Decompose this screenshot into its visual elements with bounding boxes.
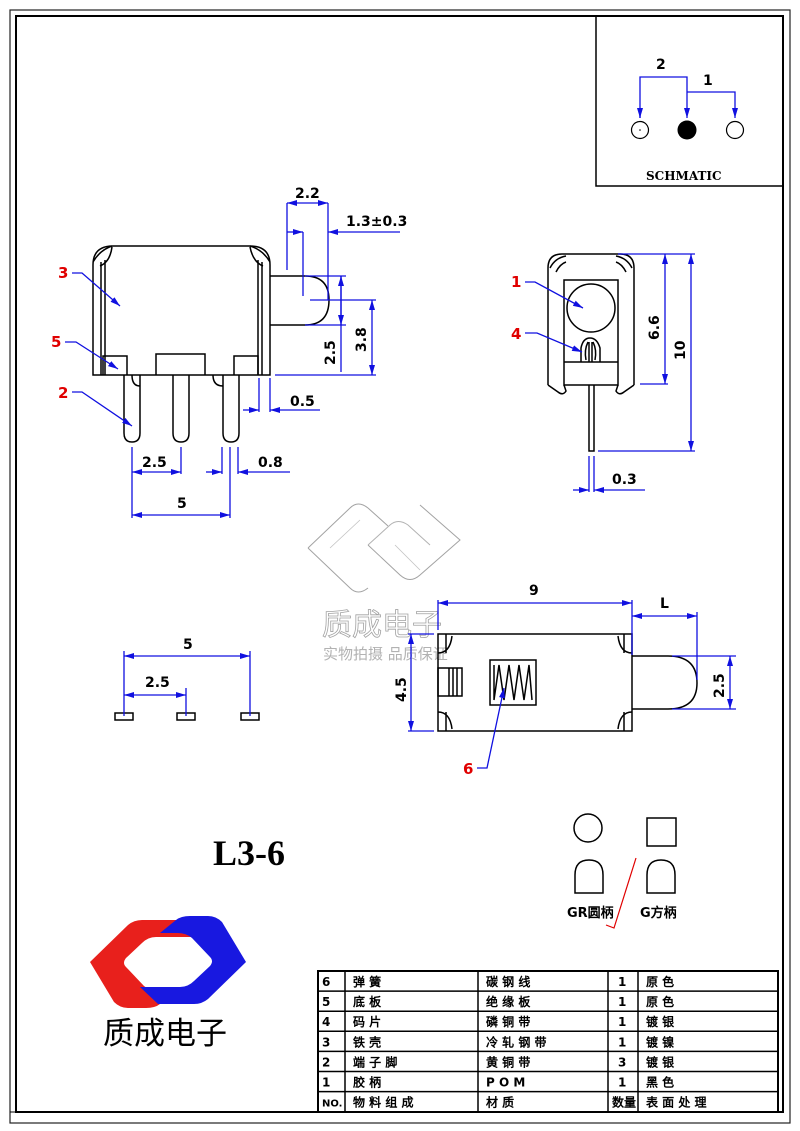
bom-cell: 1 (618, 995, 626, 1009)
company-logo: 质成电子 (90, 916, 246, 1052)
bom-cell: 镀 银 (646, 1014, 675, 1029)
bom-cell: 3 (322, 1035, 330, 1049)
callout-6: 6 (463, 760, 473, 778)
dim-pin-pitch: 2.5 (142, 455, 167, 471)
dim-actuator-height: 3.8 (354, 327, 370, 352)
footprint-dim-span: 5 (183, 637, 193, 653)
callout-3: 3 (58, 264, 68, 282)
front-pin-center (172, 375, 190, 443)
dim-body-length: 9 (529, 583, 539, 599)
callout-1: 1 (511, 273, 521, 291)
callout-4: 4 (511, 325, 521, 343)
dim-body-width: 4.5 (394, 677, 410, 702)
side-view: 6.6 10 0.3 1 4 (511, 253, 695, 493)
square-handle-side-icon (646, 859, 676, 894)
part-number-title: L3-6 (213, 833, 285, 873)
callout-5: 5 (51, 333, 61, 351)
bom-cell: 磷 铜 带 (486, 1014, 530, 1029)
bom-cell: 绝 缘 板 (486, 994, 531, 1009)
bom-cell: 弹 簧 (353, 974, 381, 989)
watermark-subtitle: 实物拍摄 品质保证 (323, 645, 448, 663)
bom-cell: 端 子 脚 (353, 1054, 397, 1069)
bom-header-cell: 数量 (612, 1095, 636, 1110)
handle-options: GR圆柄 G方柄 (567, 813, 677, 929)
watermark: 质成电子 实物拍摄 品质保证 (307, 503, 461, 663)
bom-cell: 冷 轧 钢 带 (486, 1034, 547, 1049)
bom-cell: 胶 柄 (353, 1075, 381, 1090)
bom-cell: 1 (618, 1035, 626, 1049)
schematic-terminal-common (677, 120, 697, 140)
bom-cell: P O M (486, 1076, 525, 1090)
top-view: 9 L 4.5 2.5 6 (394, 583, 736, 778)
bom-cell: 原 色 (646, 994, 674, 1009)
dim-actuator-extension: 1.3±0.3 (346, 214, 407, 230)
bom-header-cell: 物 料 组 成 (353, 1095, 414, 1110)
bom-cell: 镀 镍 (646, 1034, 674, 1049)
bom-cell: 2 (322, 1055, 330, 1069)
bom-cell: 5 (322, 995, 330, 1009)
schematic-terminal-right (725, 120, 745, 140)
bom-cell: 4 (322, 1015, 330, 1029)
bom-cell: 1 (618, 975, 626, 989)
footprint-view: 5 2.5 (114, 637, 260, 721)
bom-cell: 码 片 (353, 1014, 381, 1029)
front-view: 2.2 1.3±0.3 2.5 3.8 0.5 2.5 0.8 5 3 5 2 (51, 186, 407, 518)
bom-cell: 6 (322, 975, 330, 989)
schematic-pin-label-2: 2 (656, 57, 666, 73)
bom-cell: 1 (322, 1076, 330, 1090)
schematic-panel: 2 1 SCHMATIC (595, 16, 783, 187)
dim-pin-span: 5 (177, 496, 187, 512)
dim-actuator-width: 2.5 (323, 340, 339, 365)
bom-header-cell: NO. (322, 1099, 342, 1110)
bom-cell: 黑 色 (646, 1075, 674, 1090)
dim-top-actuator-width: 2.5 (712, 673, 728, 698)
bom-cell: 底 板 (353, 994, 382, 1009)
handle-option-square-label: G方柄 (640, 905, 677, 921)
round-handle-top-icon (573, 813, 603, 843)
side-actuator-circle (566, 283, 616, 333)
watermark-title: 质成电子 (322, 608, 442, 643)
bom-cell: 碳 钢 线 (486, 974, 530, 989)
spring (489, 659, 537, 706)
front-pin-right (212, 374, 240, 443)
bom-cell: 1 (618, 1076, 626, 1090)
dim-pin-thickness: 0.3 (612, 472, 637, 488)
dim-shell-thickness: 0.5 (290, 394, 315, 410)
round-handle-side-icon (574, 859, 604, 894)
company-name: 质成电子 (103, 1016, 227, 1052)
bom-cell: 黄 铜 带 (486, 1054, 530, 1069)
handle-option-round-label: GR圆柄 (567, 905, 614, 921)
schematic-label: SCHMATIC (646, 169, 722, 183)
bom-table: 6 弹 簧 碳 钢 线 1 原 色 5 底 板 绝 缘 板 1 原 色 4 码 片 磷 铜 带 1 镀 银 3… (10, 970, 779, 1113)
callout-2: 2 (58, 384, 68, 402)
bom-cell: 镀 银 (646, 1054, 675, 1069)
front-pin-left (123, 374, 141, 443)
bom-cell: 1 (618, 1015, 626, 1029)
bom-cell: 铁 壳 (353, 1034, 381, 1049)
footprint-dim-pitch: 2.5 (145, 675, 170, 691)
dim-pin-width: 0.8 (258, 455, 283, 471)
bom-cell: 原 色 (646, 974, 674, 989)
dim-actuator-travel: 2.2 (295, 186, 320, 202)
dim-body-height: 6.6 (647, 315, 663, 340)
schematic-pin-label-1: 1 (703, 73, 713, 89)
dim-total-height: 10 (673, 340, 689, 360)
bom-cell: 3 (618, 1055, 626, 1069)
bom-header-cell: 材 质 (485, 1095, 514, 1110)
bom-header-cell: 表 面 处 理 (645, 1095, 707, 1110)
square-handle-top-icon (646, 817, 677, 847)
dim-actuator-length: L (660, 596, 669, 612)
